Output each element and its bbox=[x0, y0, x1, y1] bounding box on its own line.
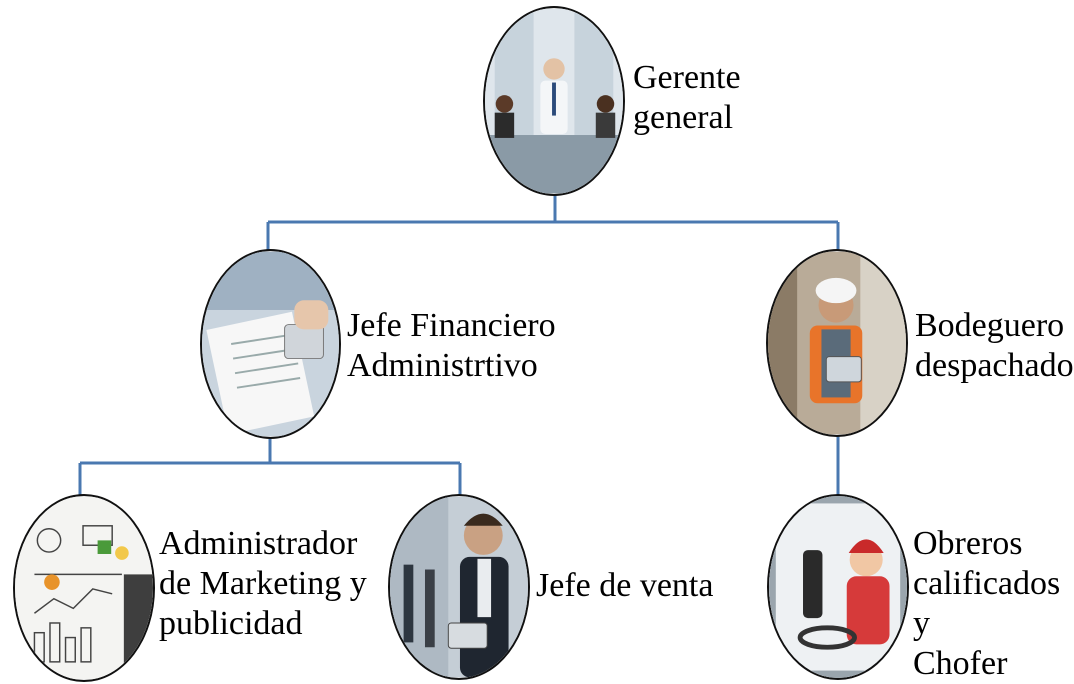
gerente-label: Gerente general bbox=[633, 59, 741, 136]
obreros-label: Obreros calificados y Chofer bbox=[913, 525, 1061, 682]
jefe-venta-businessman-photo bbox=[388, 494, 530, 680]
jefe-financiero-documents-photo bbox=[200, 249, 341, 439]
bodeguero-warehouse-photo bbox=[766, 249, 908, 437]
gerente-meeting-photo bbox=[483, 6, 625, 196]
jefe-financiero-label: Jefe Financiero Administrtivo bbox=[347, 307, 556, 384]
marketing-sketch-photo bbox=[13, 494, 155, 682]
obreros-truck-driver-photo bbox=[767, 494, 909, 680]
jefe-venta-label: Jefe de venta bbox=[536, 567, 714, 604]
marketing-label: Administrador de Marketing y publicidad bbox=[159, 525, 367, 642]
bodeguero-label: Bodeguero despachador bbox=[915, 307, 1074, 384]
